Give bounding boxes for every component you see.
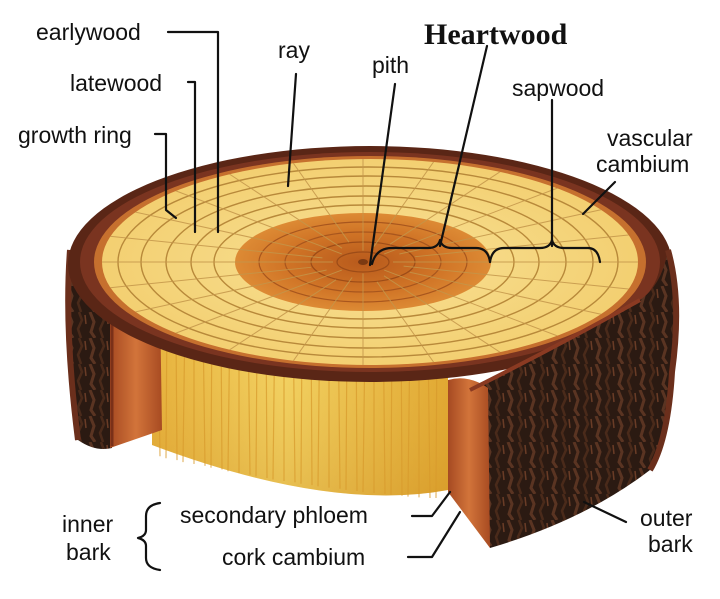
wood-ray [222, 279, 337, 355]
wood-ray [389, 169, 504, 245]
label-cork-cambium: cork cambium [222, 544, 365, 570]
wood-ray [403, 265, 634, 291]
right-bark [448, 249, 680, 548]
sapwood-bracket [488, 238, 602, 264]
wood-ray [384, 269, 562, 338]
earlywood-leader [166, 30, 220, 234]
heartwood-leader [438, 44, 489, 248]
label-ray: ray [278, 37, 310, 63]
label-outer-bark: bark [648, 531, 693, 557]
wood-ray [373, 159, 436, 247]
inner-bark-brace [136, 501, 162, 572]
label-earlywood: earlywood [36, 19, 141, 45]
cork-cambium-leader [406, 510, 462, 559]
wood-ray [102, 266, 311, 291]
wood-ray [415, 233, 634, 258]
label-secondary-phloem: secondary phloem [180, 502, 368, 528]
wood-ray [290, 277, 353, 365]
label-outer: outer [640, 505, 693, 531]
wood-ray [384, 186, 562, 255]
wood-ray [290, 159, 350, 243]
wood-ray [164, 269, 342, 338]
wood-ray [409, 271, 606, 316]
label-sapwood: sapwood [512, 75, 604, 101]
label-inner-bark: bark [66, 539, 111, 565]
ray-leader [286, 72, 298, 188]
wood-ray [376, 281, 436, 365]
leader-lines [136, 30, 628, 572]
label-cambium: cambium [596, 151, 689, 177]
pith-center [358, 259, 368, 265]
outer-bark-leader [582, 500, 628, 524]
label-heartwood: Heartwood [424, 18, 568, 51]
wood-ray [102, 233, 323, 259]
growth-rings [102, 159, 638, 365]
label-latewood: latewood [70, 70, 162, 96]
heartwood-bracket [370, 238, 492, 266]
wood-ray [222, 169, 343, 249]
label-pith: pith [372, 52, 409, 78]
pith-leader [368, 82, 397, 267]
wood-ray [383, 275, 504, 355]
label-growth-ring: growth ring [18, 122, 132, 148]
labels: earlywood latewood growth ring ray pith … [18, 18, 693, 570]
wood-ray [120, 269, 327, 316]
latewood-leader [186, 80, 197, 234]
growth-ring-leader [153, 132, 178, 220]
secondary-phloem-leader [410, 490, 452, 518]
label-inner: inner [62, 511, 113, 537]
label-vascular: vascular [607, 125, 693, 151]
vascular-cambium-leader [581, 180, 617, 216]
